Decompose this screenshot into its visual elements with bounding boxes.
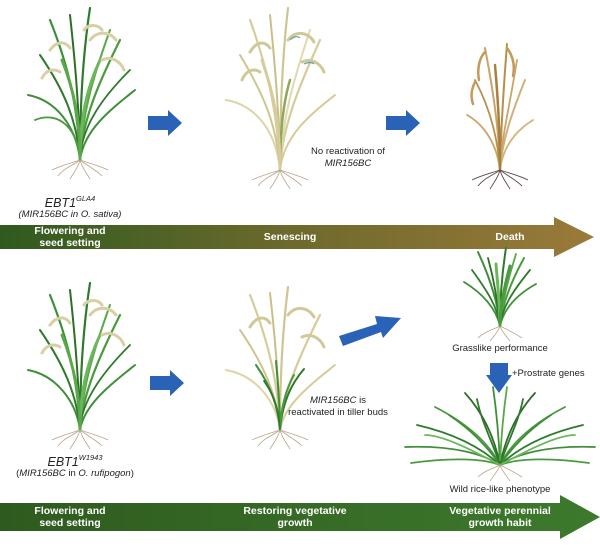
roots [51, 159, 109, 180]
reactivated-note: MIR156BC is reactivated in tiller buds [283, 395, 393, 419]
stage-line-1: Flowering and [34, 505, 106, 517]
stage-death: Death [495, 231, 525, 243]
stage-line-1: Restoring vegetative [243, 505, 347, 517]
genotype-label-bottom: EBT1W1943 (MIR156BC in O. rufipogon) [0, 452, 150, 480]
grasslike-label: Grasslike performance [452, 343, 548, 354]
genotype-context: (MIR156BC in O. sativa) [18, 209, 122, 220]
arrow-diagonal-icon [339, 316, 401, 346]
allele-superscript: W1943 [78, 453, 103, 462]
genotype-label-top: EBT1GLA4 (MIR156BC in O. sativa) [0, 193, 140, 221]
genotype-name: EBT1GLA4 [44, 194, 96, 210]
note-line-1: No reactivation of [311, 146, 385, 157]
stage-line-1: Vegetative perennial [449, 505, 551, 517]
stage-line-2: growth habit [468, 517, 532, 529]
panicles [40, 24, 126, 80]
stage-senescing: Senescing [263, 231, 317, 243]
wild-rice-like-plant [404, 386, 596, 482]
senescing-rice-plant [225, 6, 336, 190]
arrow-right-icon [386, 110, 420, 136]
note-gene: MIR156BC [324, 158, 372, 169]
stage-perennial: Vegetative perennial growth habit [435, 505, 565, 529]
note-line-1: MIR156BC is [310, 395, 366, 406]
allele-superscript: GLA4 [76, 194, 96, 203]
arrow-down-icon [486, 363, 512, 393]
restoring-rice-plant [225, 285, 336, 450]
stage-line-1: Flowering and [34, 225, 106, 237]
stage-restoring: Restoring vegetative growth [225, 505, 365, 529]
arrow-right-icon [150, 370, 184, 396]
wild-rice-label: Wild rice-like phenotype [449, 484, 551, 495]
genotype-context: (MIR156BC in O. rufipogon) [16, 468, 134, 479]
leaves [27, 6, 136, 162]
stage-line-2: seed setting [39, 237, 101, 249]
timeline-arrow-bottom [0, 495, 600, 539]
stage-line-2: seed setting [39, 517, 101, 529]
timeline-arrow-top [0, 217, 594, 257]
flowering-rice-plant-top [27, 6, 136, 180]
stage-line-2: growth [277, 517, 313, 529]
prostrate-genes-label: +Prostrate genes [512, 368, 585, 379]
arrow-right-icon [148, 110, 182, 136]
dead-rice-plant [466, 43, 534, 190]
no-reactivation-note: No reactivation of MIR156BC [298, 146, 398, 170]
flowering-rice-plant-bottom [27, 281, 136, 450]
note-line-2: reactivated in tiller buds [288, 407, 388, 418]
grasslike-plant [463, 247, 537, 342]
stage-flowering-top: Flowering and seed setting [15, 225, 125, 249]
genotype-name: EBT1W1943 [47, 453, 103, 469]
stage-flowering-bottom: Flowering and seed setting [15, 505, 125, 529]
